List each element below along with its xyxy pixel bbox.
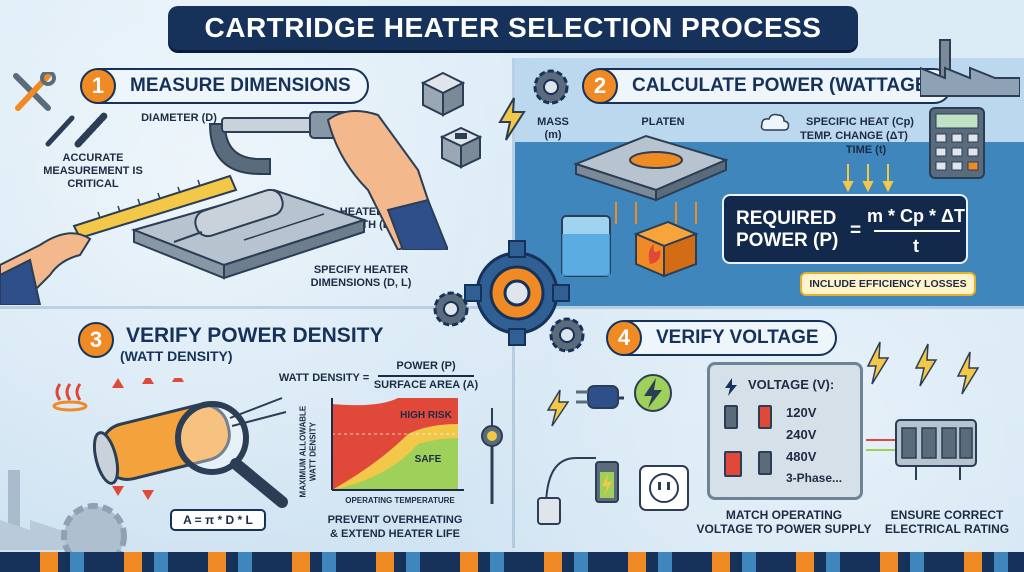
wiring-illustration [536, 448, 716, 553]
voltage-option-240: 240V [786, 427, 817, 442]
factory-icon [919, 38, 1021, 103]
power-numerator: POWER (P) [396, 360, 456, 372]
diameter-label: DIAMETER (D) [141, 112, 217, 124]
formula-numerator: m * Cp * ΔT [867, 206, 965, 226]
time-label: TIME (t) [845, 144, 887, 156]
ensure-rating-line2: ELECTRICAL RATING [884, 522, 1010, 536]
required-label: REQUIRED [736, 208, 837, 229]
hand-left-illustration [0, 205, 120, 310]
watt-fraction-bar [378, 375, 474, 377]
formula-denominator: t [913, 236, 919, 256]
step2-label: CALCULATE POWER (WATTAGE) [632, 75, 934, 96]
platen-label: PLATEN [641, 116, 685, 128]
match-voltage-line2: VOLTAGE TO POWER SUPPLY [696, 522, 872, 536]
cartridge-heater-illustration [82, 372, 302, 513]
specific-heat-label: SPECIFIC HEAT (Cp) [806, 116, 914, 128]
equals-sign: = [850, 220, 862, 241]
lightning-small-icon [724, 377, 738, 402]
step3-number: 3 [78, 322, 114, 358]
efficiency-text: INCLUDE EFFICIENCY LOSSES [809, 278, 967, 290]
voltage-panel: VOLTAGE (V): 120V 240V 480V 3-Phase... [707, 362, 863, 500]
switch-1[interactable] [724, 405, 738, 429]
terminal-block-icon [866, 400, 986, 485]
ensure-rating-line1: ENSURE CORRECT [890, 508, 1004, 522]
step1-label: MEASURE DIMENSIONS [130, 75, 351, 96]
temp-change-label: TEMP. CHANGE (ΔT) [800, 130, 908, 142]
factory-icon-left [0, 470, 70, 555]
input-arrows [838, 162, 898, 197]
step3-label: VERIFY POWER DENSITY [126, 324, 384, 347]
small-gear-icon-2 [544, 312, 590, 363]
step1-number: 1 [80, 68, 116, 104]
platen-illustration [556, 124, 736, 289]
watt-density-label: WATT DENSITY = [278, 372, 370, 384]
power-p-label: POWER (P) [736, 230, 839, 251]
prevent-overheating-line2: & EXTEND HEATER LIFE [330, 528, 460, 540]
heat-icon [50, 378, 90, 417]
step2-number: 2 [582, 68, 618, 104]
match-voltage-line1: MATCH OPERATING [725, 508, 843, 522]
prevent-overheating-line1: PREVENT OVERHEATING [327, 514, 463, 526]
watt-density-chart [318, 394, 468, 503]
tools-icon [42, 110, 112, 155]
lightning-icon-left [546, 388, 570, 433]
voltage-label: VOLTAGE (V): [748, 377, 835, 392]
lightning-icons [866, 340, 986, 405]
step2-header: CALCULATE POWER (WATTAGE) [584, 68, 952, 104]
switch-4[interactable] [758, 451, 772, 475]
area-formula-box: A = π * D * L [170, 509, 266, 531]
x-axis-label: OPERATING TEMPERATURE [345, 496, 455, 505]
lightning-icon [498, 96, 526, 147]
high-risk-label: HIGH RISK [400, 410, 452, 421]
step1-header: MEASURE DIMENSIONS [82, 68, 369, 104]
voltage-option-480: 480V [786, 449, 817, 464]
thermometer-probe-icon [478, 408, 506, 513]
small-gear-icon [428, 286, 474, 337]
plug-icon [574, 376, 624, 425]
cloud-icon [760, 112, 790, 137]
switch-2[interactable] [758, 405, 772, 429]
step4-header: VERIFY VOLTAGE [608, 320, 837, 356]
area-formula: A = π * D * L [183, 513, 253, 527]
step4-number: 4 [606, 320, 642, 356]
title-banner: CARTRIDGE HEATER SELECTION PROCESS [168, 6, 858, 50]
step3-sublabel: (WATT DENSITY) [120, 348, 233, 364]
metal-block-illustration [124, 170, 374, 285]
bottom-decorative-strip [0, 552, 1024, 572]
hand-right-illustration [318, 100, 450, 255]
switch-3[interactable] [724, 451, 742, 477]
voltage-option-3phase: 3-Phase... [786, 471, 843, 485]
y-axis-label-wrap: MAXIMUM ALLOWABLE WATT DENSITY [298, 400, 317, 500]
gear-icon [528, 64, 574, 115]
specify-dimensions-label: SPECIFY HEATER DIMENSIONS (D, L) [310, 264, 412, 290]
hollow-cube-icon [438, 124, 484, 175]
safe-label: SAFE [414, 454, 442, 465]
fraction-bar [874, 230, 960, 232]
power-formula-box: REQUIRED POWER (P) = m * Cp * ΔT t [722, 194, 968, 264]
y-axis-label: MAXIMUM ALLOWABLE WATT DENSITY [298, 405, 317, 498]
voltage-option-120: 120V [786, 405, 817, 420]
power-symbol-icon [632, 372, 674, 419]
efficiency-note: INCLUDE EFFICIENCY LOSSES [800, 272, 976, 296]
center-gear-icon [462, 238, 572, 353]
surface-area-denominator: SURFACE AREA (A) [373, 379, 479, 391]
mass-label: MASS (m) [537, 116, 569, 142]
accurate-measurement-note: ACCURATE MEASUREMENT IS CRITICAL [43, 152, 143, 191]
calculator-icon [928, 106, 986, 185]
page-title: CARTRIDGE HEATER SELECTION PROCESS [204, 12, 822, 43]
step4-label: VERIFY VOLTAGE [656, 327, 819, 348]
wrench-icon [8, 70, 68, 119]
solid-cube-icon [418, 68, 468, 123]
